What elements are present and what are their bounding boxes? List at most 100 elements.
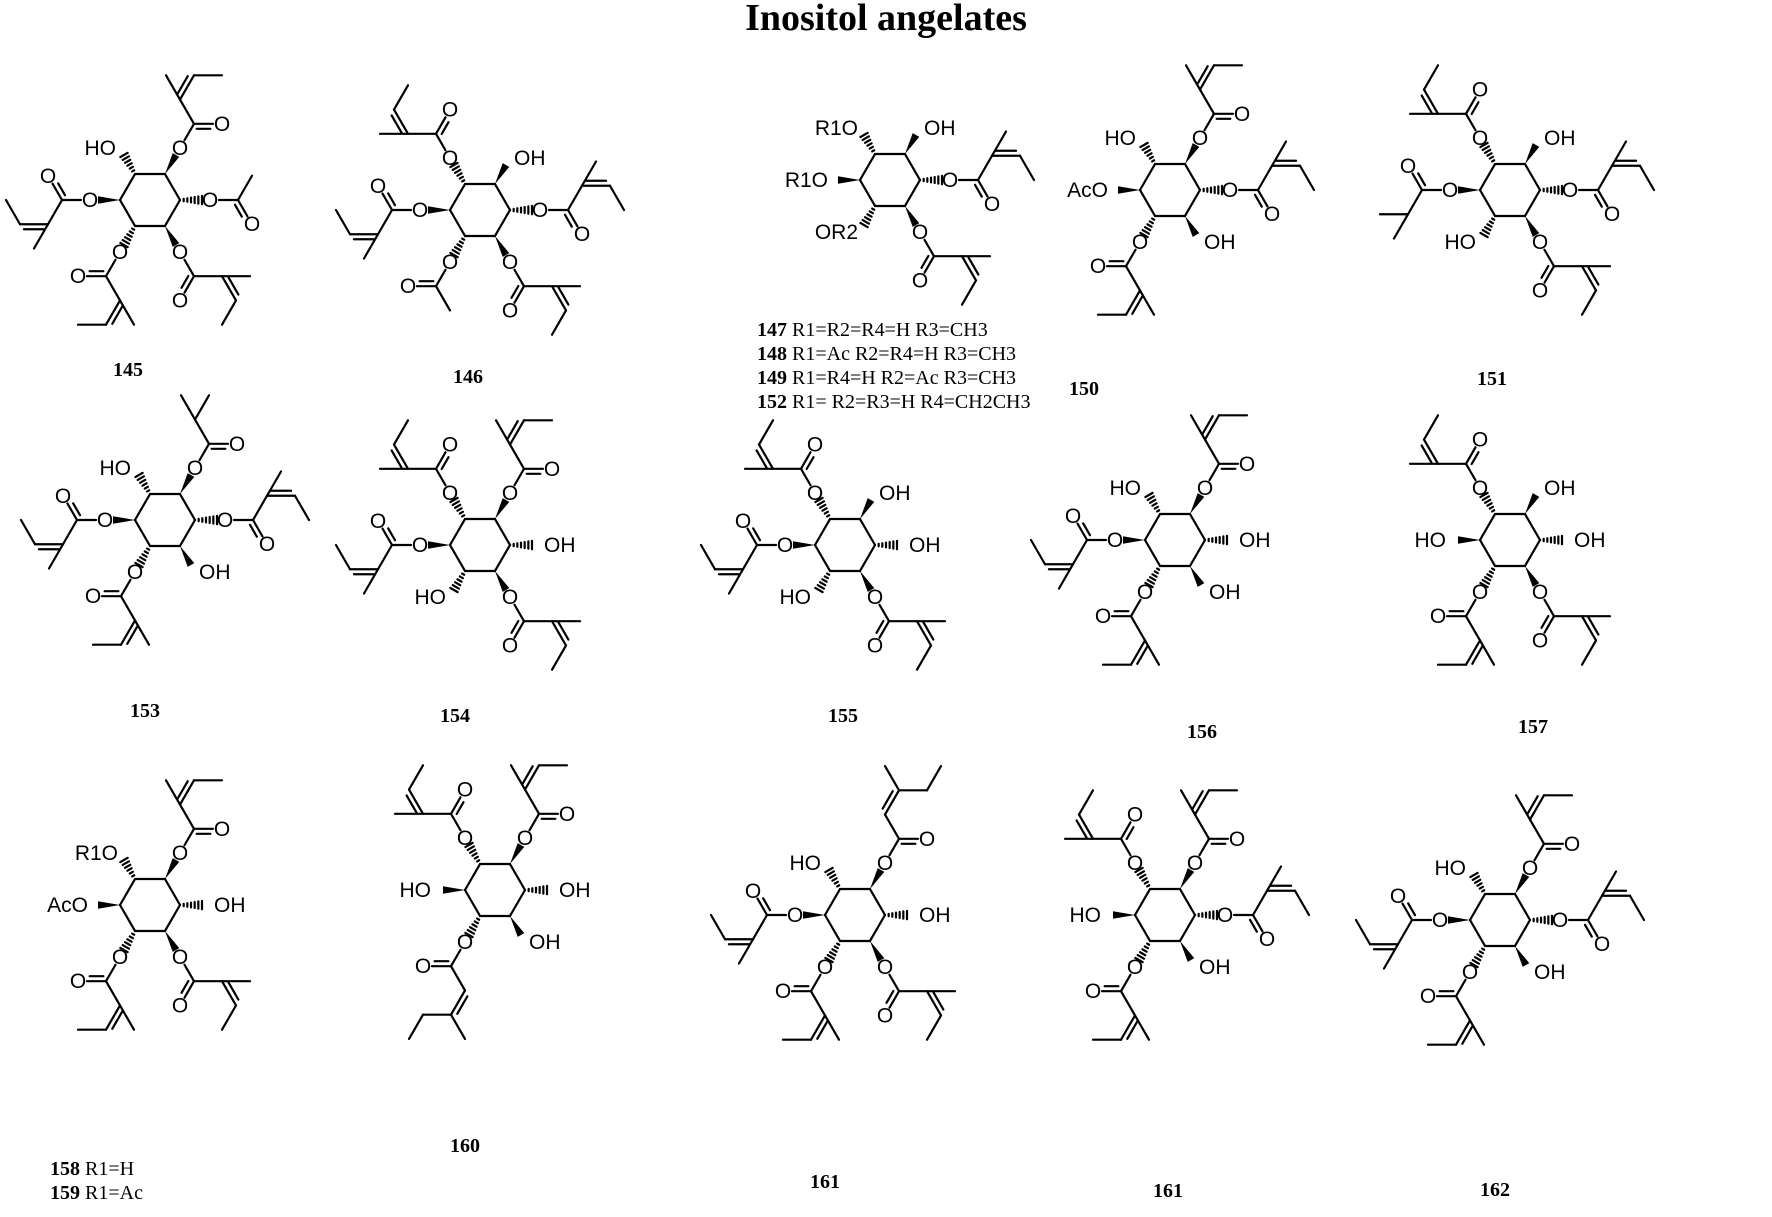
hash-bond [453, 581, 462, 587]
bond [1580, 289, 1598, 316]
hash-bond [126, 938, 133, 943]
bond [434, 132, 447, 152]
double-bond [390, 449, 403, 469]
hash-bond [119, 856, 129, 864]
hash-bond [833, 880, 839, 885]
hash-bond [1143, 226, 1152, 232]
bond [1203, 438, 1221, 465]
hash-bond [1144, 491, 1154, 499]
hash-bond [449, 161, 459, 169]
bond [376, 543, 394, 571]
bond [434, 467, 447, 487]
double-bond [233, 203, 243, 218]
legend-line-159: 159 R1=Ac [50, 1182, 143, 1204]
double-bond [510, 284, 520, 299]
wedge-bond [510, 843, 525, 865]
ring-bond [1468, 918, 1487, 948]
double-bond [557, 286, 570, 306]
hash-bond [456, 243, 463, 248]
hash-bond [458, 510, 464, 515]
hash-bond [121, 155, 131, 162]
double-bond [1126, 1020, 1139, 1040]
carbonyl-oxygen: O [1127, 804, 1143, 827]
legend-line-158: 158 R1=H [50, 1158, 134, 1180]
bond [757, 443, 775, 470]
carbonyl-oxygen: O [502, 299, 518, 322]
wedge-bond [443, 886, 465, 894]
hash-bond [1479, 491, 1489, 499]
wedge-bond [165, 225, 180, 247]
ring-bond [1143, 538, 1162, 568]
bond [1628, 894, 1646, 922]
hash-bond [1156, 567, 1161, 571]
bond [1077, 813, 1095, 840]
hydroxyl: OH [544, 534, 576, 557]
ring-bond [508, 862, 527, 892]
double-bond [920, 254, 930, 269]
double-bond [180, 274, 190, 289]
bond [1600, 870, 1618, 897]
ester-oxygen: O [457, 827, 473, 850]
wedge-bond [860, 498, 875, 520]
hydroxyl: OH [1574, 529, 1606, 552]
ring-bond [493, 182, 512, 212]
bond [178, 98, 196, 125]
carbonyl-oxygen: O [1095, 605, 1111, 628]
bond [528, 812, 541, 832]
double-bond [1407, 902, 1417, 917]
hash-bond [1491, 567, 1496, 571]
double-bond [1587, 266, 1600, 286]
hash-bond [1136, 870, 1146, 877]
bond [392, 84, 410, 111]
bond [1468, 1019, 1486, 1046]
ester-oxygen: O [442, 251, 458, 274]
bond [293, 494, 311, 522]
hash-bond [1136, 953, 1146, 960]
hash-bond [461, 514, 466, 518]
ester-oxygen: O [1532, 581, 1548, 604]
bond [1382, 943, 1400, 970]
double-bond [1420, 444, 1433, 464]
hash-bond [1478, 885, 1484, 890]
hash-bond [131, 874, 136, 878]
bond [888, 990, 901, 1009]
hash-bond [814, 496, 824, 504]
hash-bond [836, 884, 841, 888]
bond [178, 74, 196, 101]
bond [183, 827, 196, 847]
bond [119, 595, 137, 622]
wedge-bond [165, 858, 180, 880]
ring-bond [858, 152, 877, 182]
wedge-bond [905, 133, 920, 155]
wedge-bond [428, 206, 450, 214]
ester-oxygen: O [172, 137, 188, 160]
ester-oxygen: O [1127, 956, 1143, 979]
bond [334, 208, 352, 236]
hydroxyl: HO [780, 586, 812, 609]
ring-bond [1523, 162, 1542, 192]
bond [1464, 446, 1477, 465]
double-bond [1540, 264, 1550, 279]
hydroxyl: OH [1239, 529, 1271, 552]
hydroxyl: HO [415, 586, 447, 609]
ester-oxygen: O [1442, 179, 1458, 202]
hash-bond [866, 142, 873, 147]
hash-bond [1479, 581, 1489, 589]
carbonyl-oxygen: O [370, 510, 386, 533]
bond [220, 275, 238, 302]
double-bond [1136, 645, 1149, 665]
bond [823, 1014, 841, 1041]
bond [51, 182, 64, 202]
carbonyl-oxygen: O [1532, 629, 1548, 652]
ring-bond [1523, 188, 1542, 218]
bond [960, 255, 978, 282]
wedge-bond [1190, 565, 1205, 587]
hash-bond [128, 230, 134, 235]
bond [449, 796, 462, 815]
carbonyl-oxygen: O [745, 880, 761, 903]
carbonyl-oxygen: O [867, 634, 883, 657]
